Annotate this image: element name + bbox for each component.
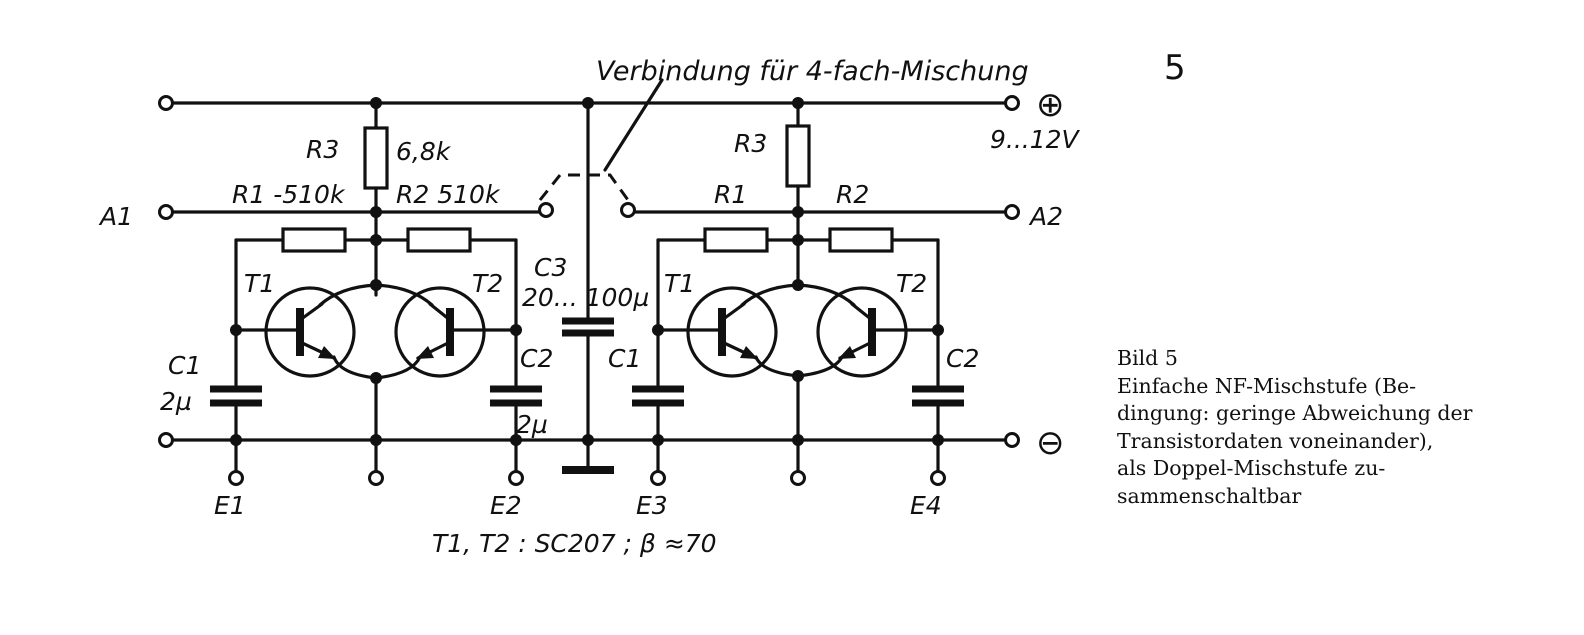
supply-plus-symbol: ⊕ [1036, 85, 1065, 125]
transistor-t1-left [264, 286, 356, 378]
label-c2-left: C2 [520, 344, 553, 373]
terminal-center-right [790, 470, 806, 486]
terminal-e2 [508, 470, 524, 486]
terminal-e4 [930, 470, 946, 486]
caption-line: als Doppel-Mischstufe zu- [1117, 456, 1386, 480]
label-t1-right: T1 [664, 269, 695, 298]
caption-line: sammenschaltbar [1117, 483, 1302, 508]
label-r2-right: R2 [836, 180, 869, 209]
label-r1-right: R1 [714, 180, 747, 209]
terminal-e1 [228, 470, 244, 486]
label-c1-value: 2µ [160, 387, 192, 416]
page-number: 5 [1164, 48, 1186, 88]
resistor-r1-right [703, 227, 769, 253]
terminal-a2 [1004, 204, 1020, 220]
transistor-t2-right [816, 286, 908, 378]
supply-voltage: 9...12V [990, 125, 1081, 154]
terminal-center-left [368, 470, 384, 486]
right-stage [632, 101, 964, 480]
connection-bridge-dashed [538, 173, 630, 201]
connection-label: Verbindung für 4-fach-Mischung [596, 56, 1029, 87]
label-t1-left: T1 [244, 269, 275, 298]
label-e1: E1 [214, 491, 246, 520]
label-e3: E3 [636, 491, 668, 520]
resistor-r2-right [828, 227, 894, 253]
label-c1-left: C1 [168, 351, 201, 380]
resistor-r1-left [281, 227, 347, 253]
caption-line: Transistordaten voneinander), [1117, 428, 1434, 453]
supply-minus-symbol: ⊖ [1036, 423, 1065, 463]
terminal-bridge-left [538, 202, 554, 218]
transistor-t2-left [394, 286, 486, 378]
transistor-note: T1, T2 : SC207 ; β ≈70 [432, 529, 717, 558]
terminal-plus-left [158, 95, 174, 111]
terminal-plus [1004, 95, 1020, 111]
label-t2-left: T2 [472, 269, 503, 298]
left-stage [166, 101, 542, 480]
terminal-minus-left [158, 432, 174, 448]
terminal-bridge-right [620, 202, 636, 218]
label-r3-left: R3 [306, 135, 339, 164]
label-a2: A2 [1028, 202, 1063, 231]
label-r1-left: R1 -510k [232, 180, 346, 209]
caption-line: Bild 5 [1117, 346, 1178, 370]
terminal-a1 [158, 204, 174, 220]
label-c2-value: 2µ [516, 410, 548, 439]
label-c3: C3 [534, 253, 567, 282]
label-r2-left: R2 510k [396, 180, 501, 209]
terminal-minus [1004, 432, 1020, 448]
resistor-r3-right [785, 124, 811, 188]
caption-line: dingung: geringe Abweichung der [1117, 401, 1473, 425]
label-r3-value: 6,8k [396, 137, 452, 166]
caption-line: Einfache NF-Mischstufe (Be- [1117, 373, 1417, 398]
figure-caption: Bild 5 Einfache NF-Mischstufe (Be- dingu… [1117, 345, 1557, 510]
label-c1-right: C1 [608, 344, 641, 373]
label-r3-right: R3 [734, 129, 767, 158]
coupling-center [538, 78, 1014, 474]
resistor-r2-left [406, 227, 472, 253]
junction-dots [230, 97, 944, 446]
label-c2-right: C2 [946, 344, 979, 373]
label-e2: E2 [490, 491, 522, 520]
terminal-e3 [650, 470, 666, 486]
connection-leader-line [603, 78, 664, 172]
label-c3-value: 20... 100µ [522, 283, 649, 312]
transistor-t1-right [686, 286, 778, 378]
terminals [158, 95, 1020, 486]
label-e4: E4 [910, 491, 942, 520]
label-a1: A1 [98, 202, 133, 231]
label-t2-right: T2 [896, 269, 927, 298]
resistor-r3-left [363, 126, 389, 190]
